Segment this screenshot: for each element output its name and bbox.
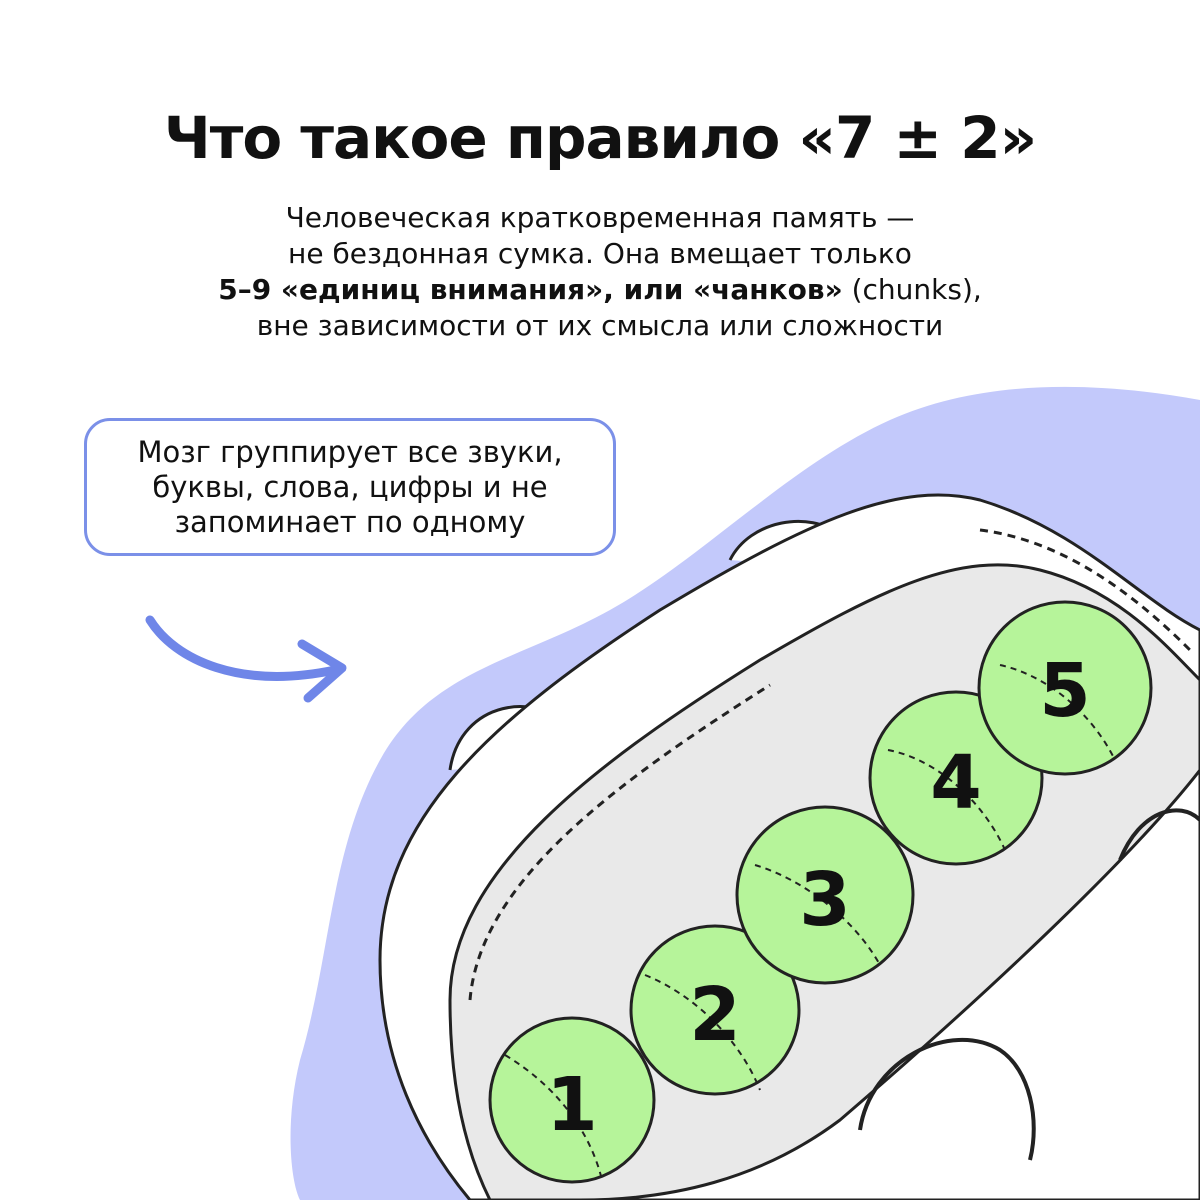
page-title: Что такое правило «7 ± 2» [163,104,1037,172]
bag-illustration: 1 2 3 4 5 [378,493,1200,1200]
ball-3-label: 3 [799,857,851,943]
ball-5: 5 [977,600,1153,776]
subtitle: Человеческая кратковременная память — не… [100,200,1100,344]
subtitle-line-1: Человеческая кратковременная память — [285,201,915,234]
ball-4-label: 4 [930,740,982,826]
chunk-balls: 1 2 3 4 5 [488,600,1153,1184]
ball-3: 3 [735,805,915,985]
ball-2-label: 2 [689,972,741,1058]
bag-handle-front [858,1038,1036,1161]
ball-5-label: 5 [1039,648,1091,734]
subtitle-line-4: вне зависимости от их смысла или сложнос… [256,309,944,342]
subtitle-line-2: не бездонная сумка. Она вмещает только [288,237,912,270]
ball-1-label: 1 [546,1062,598,1148]
callout-text: Мозг группирует все звуки, буквы, слова,… [137,434,563,539]
callout-box: Мозг группирует все звуки, буквы, слова,… [84,418,616,556]
subtitle-line-3-bold: 5–9 «единиц внимания», или «чанков» [218,273,843,306]
ball-1: 1 [488,1016,656,1184]
ball-2: 2 [629,924,801,1096]
subtitle-line-3-rest: (chunks), [842,273,982,306]
curved-arrow-icon [145,615,347,703]
